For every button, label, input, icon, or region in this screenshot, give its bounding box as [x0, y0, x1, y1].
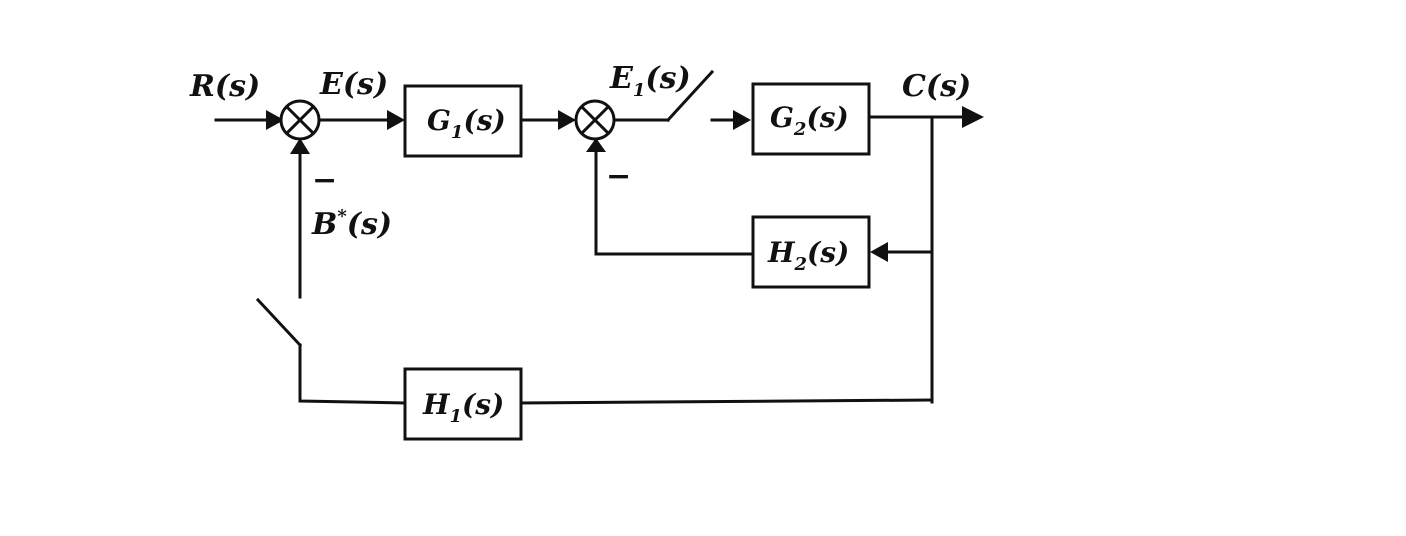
svg-text:G2(s): G2(s): [770, 101, 849, 140]
block-h1: H1(s): [403, 367, 523, 441]
outer-feedback-sign: −: [312, 163, 337, 198]
h2-out-arrow: [586, 138, 606, 152]
summing-junction-1: [279, 99, 321, 141]
h1-label: H: [422, 388, 451, 421]
output-label: C(s): [902, 69, 971, 104]
summing-junction-2: [574, 99, 616, 141]
input-label: R(s): [189, 69, 260, 104]
block-h2: H2(s): [751, 215, 871, 289]
b-star-arrow: [290, 138, 310, 154]
svg-text:G1(s): G1(s): [427, 104, 506, 143]
h1-out-wire: [298, 343, 407, 405]
g1-out-arrow: [558, 110, 576, 130]
sampler-switch-1: [665, 69, 715, 123]
error-label: E(s): [319, 67, 388, 102]
h1-in-wire: [519, 398, 934, 405]
inner-feedback-sign: −: [606, 159, 631, 194]
block-g1: G1(s): [403, 84, 523, 158]
output-arrow: [962, 106, 984, 128]
g2-label: G: [770, 101, 794, 134]
g1-label: G: [427, 104, 451, 137]
e-arrow: [387, 110, 405, 130]
error1-label: E1(s): [609, 61, 691, 101]
block-g2: G2(s): [751, 82, 871, 156]
sampler-switch-2: [255, 297, 303, 348]
feedback-label: B*(s): [311, 206, 392, 242]
svg-text:H2(s): H2(s): [767, 236, 849, 275]
svg-text:H1(s): H1(s): [422, 388, 504, 427]
h2-out-wire: [594, 148, 755, 256]
switch1-out-arrow: [733, 110, 751, 130]
input-arrow: [266, 110, 284, 130]
h2-label: H: [767, 236, 796, 269]
wires: [214, 69, 984, 405]
h2-in-arrow: [870, 242, 888, 262]
